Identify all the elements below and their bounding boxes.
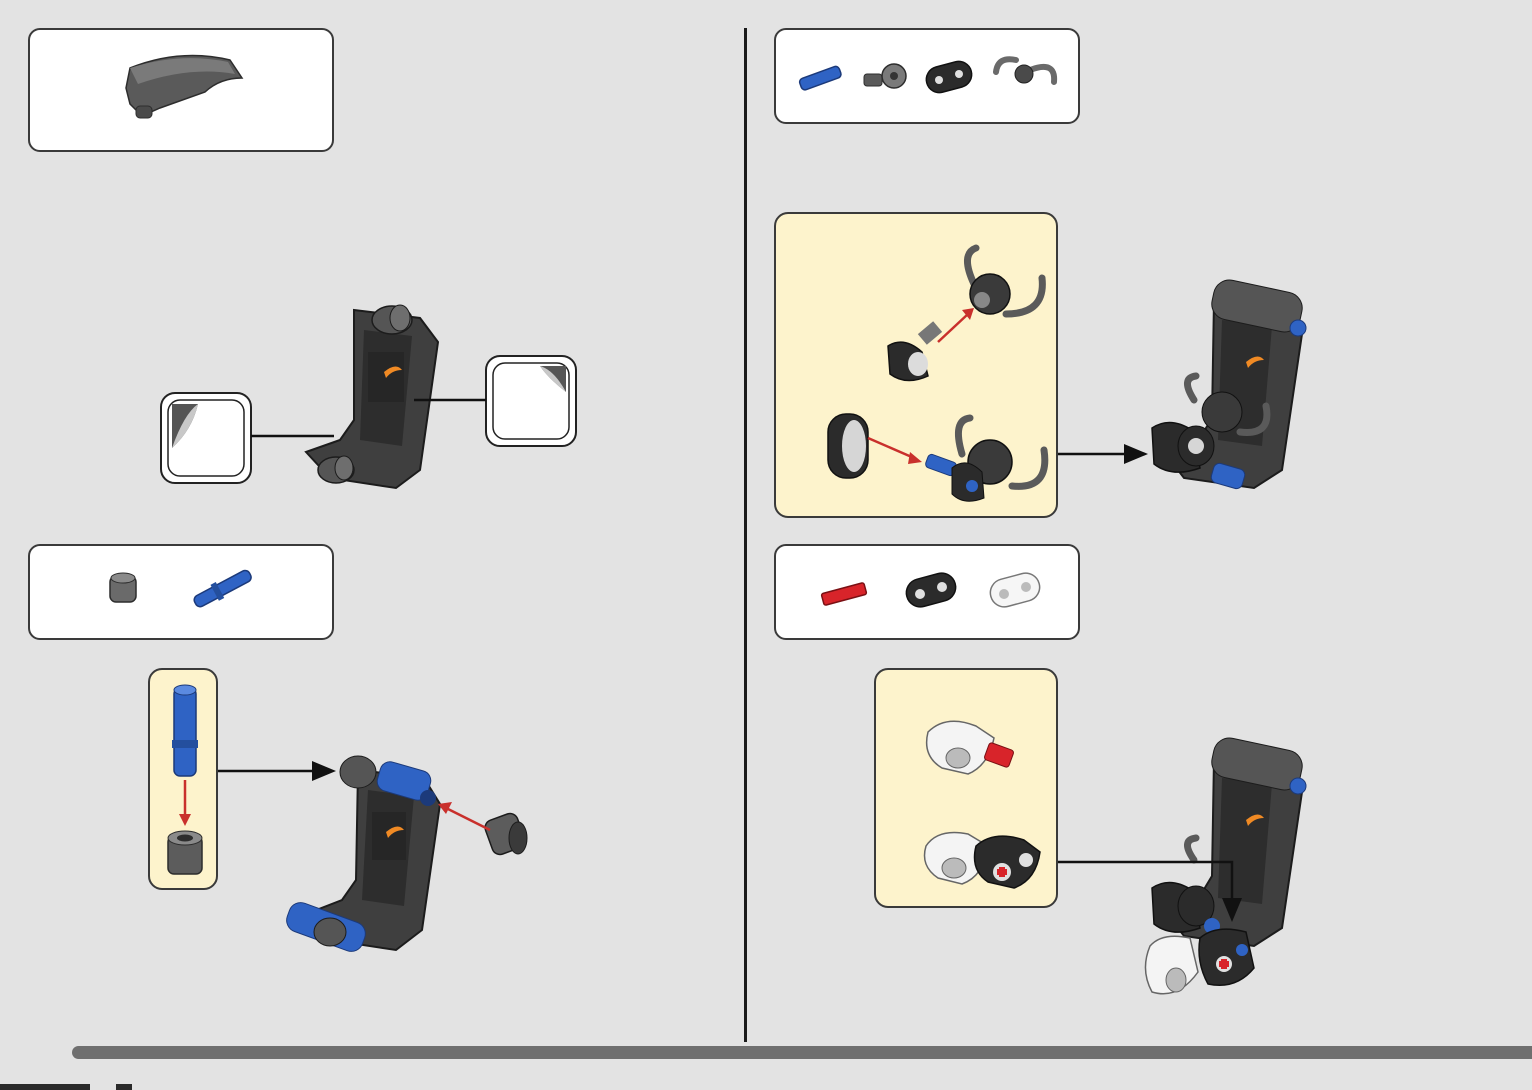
sticker-right [414, 356, 576, 446]
seat-with-pins [283, 756, 440, 955]
footer-mark-small [116, 1084, 132, 1090]
seat-with-handles [1152, 277, 1306, 490]
loose-bush [483, 811, 527, 856]
assembly-arrow-icon [218, 761, 336, 781]
sticker-left [161, 393, 334, 483]
progress-bar [72, 1046, 1532, 1059]
assembly-arrow-icon [438, 802, 490, 830]
seat-with-beams [1145, 735, 1306, 994]
page-divider [744, 28, 747, 1042]
footer-mark-left [0, 1084, 90, 1090]
assembly-arrow-icon [1058, 444, 1148, 464]
seat-shell-step-1 [306, 305, 438, 488]
